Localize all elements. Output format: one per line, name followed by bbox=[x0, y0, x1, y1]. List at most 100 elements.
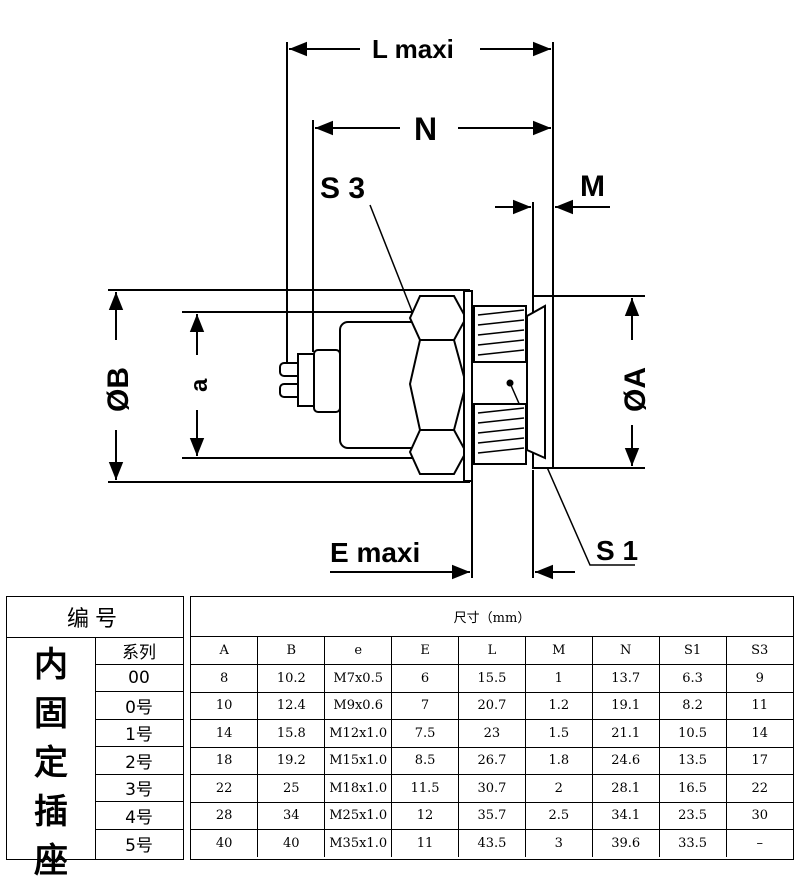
series-cell: 1号 bbox=[95, 720, 183, 747]
series-cell: 00 bbox=[95, 665, 183, 692]
table-cell: 8.2 bbox=[658, 691, 727, 720]
table-cell: 13.7 bbox=[591, 664, 660, 693]
column-header: e bbox=[324, 637, 393, 665]
table-cell: M35x1.0 bbox=[324, 829, 393, 857]
table-cell: 35.7 bbox=[458, 801, 526, 830]
series-cell: 0号 bbox=[95, 692, 183, 720]
table-cell: 19.2 bbox=[257, 746, 326, 775]
table-cell: 30 bbox=[725, 801, 793, 830]
series-cell: 2号 bbox=[95, 747, 183, 775]
table-cell: 23 bbox=[458, 719, 526, 748]
column-header: M bbox=[524, 637, 593, 665]
table-cell: 22 bbox=[725, 774, 793, 803]
table-cell: 7.5 bbox=[391, 719, 459, 748]
series-table-header: 编号 bbox=[7, 597, 183, 638]
vertical-title: 内 固 定 插 座 bbox=[7, 637, 96, 881]
a-label: a bbox=[186, 378, 213, 392]
table-cell: 33.5 bbox=[658, 829, 727, 857]
column-header: B bbox=[257, 637, 326, 665]
table-cell: 40 bbox=[191, 829, 259, 857]
table-cell: 15.8 bbox=[257, 719, 326, 748]
connector-drawing: L maxi N M S 3 S 1 E maxi ØB a ØA bbox=[102, 34, 652, 580]
table-cell: 10.2 bbox=[257, 664, 326, 693]
table-cell: 28.1 bbox=[591, 774, 660, 803]
column-header: S1 bbox=[658, 637, 727, 665]
table-cell: 14 bbox=[725, 719, 793, 748]
series-table: 编号 内 固 定 插 座 系列 00 0号 1号 2号 3号 4号 5号 bbox=[6, 596, 184, 881]
table-cell: 16.5 bbox=[658, 774, 727, 803]
column-header: S3 bbox=[725, 637, 793, 665]
vertical-title-char: 内 bbox=[34, 645, 68, 685]
series-column: 系列 00 0号 1号 2号 3号 4号 5号 bbox=[95, 637, 183, 857]
table-cell: 12 bbox=[391, 801, 459, 830]
e-maxi-label: E maxi bbox=[330, 537, 420, 568]
table-cell: M15x1.0 bbox=[324, 746, 393, 775]
table-cell: 8.5 bbox=[391, 746, 459, 775]
table-cell: 22 bbox=[191, 774, 259, 803]
table-cell: M9x0.6 bbox=[324, 691, 393, 720]
table-cell: 40 bbox=[257, 829, 326, 857]
table-cell: 2.5 bbox=[524, 801, 593, 830]
table-cell: 34.1 bbox=[591, 801, 660, 830]
table-cell: 15.5 bbox=[458, 664, 526, 693]
s3-label: S 3 bbox=[320, 172, 365, 205]
phi-a-label: ØA bbox=[619, 367, 652, 412]
table-cell: 1 bbox=[524, 664, 593, 693]
table-cell: 6 bbox=[391, 664, 459, 693]
table-cell: M25x1.0 bbox=[324, 801, 393, 830]
table-cell: 1.2 bbox=[524, 691, 593, 720]
table-cell: 10 bbox=[191, 691, 259, 720]
m-label: M bbox=[580, 170, 605, 203]
table-cell: M18x1.0 bbox=[324, 774, 393, 803]
table-cell: 34 bbox=[257, 801, 326, 830]
table-cell: 6.3 bbox=[658, 664, 727, 693]
table-cell: 11 bbox=[725, 691, 793, 720]
column-header: N bbox=[591, 637, 660, 665]
table-cell: 25 bbox=[257, 774, 326, 803]
table-cell: 26.7 bbox=[458, 746, 526, 775]
table-cell: 30.7 bbox=[458, 774, 526, 803]
table-cell: M12x1.0 bbox=[324, 719, 393, 748]
table-cell: 2 bbox=[524, 774, 593, 803]
series-cell: 5号 bbox=[125, 835, 153, 856]
dimensions-title: 尺寸（mm） bbox=[191, 597, 793, 637]
table-cell: 17 bbox=[725, 746, 793, 775]
column-header: A bbox=[191, 637, 259, 665]
table-cell: M7x0.5 bbox=[324, 664, 393, 693]
n-label: N bbox=[414, 111, 437, 147]
table-cell: 7 bbox=[391, 691, 459, 720]
table-cell: 21.1 bbox=[591, 719, 660, 748]
table-cell: 18 bbox=[191, 746, 259, 775]
vertical-title-char: 固 bbox=[34, 694, 68, 734]
table-cell: 12.4 bbox=[257, 691, 326, 720]
s1-label: S 1 bbox=[596, 535, 638, 566]
table-cell: – bbox=[725, 829, 793, 857]
vertical-title-char: 座 bbox=[34, 841, 68, 881]
table-cell: 13.5 bbox=[658, 746, 727, 775]
series-header: 系列 bbox=[95, 637, 183, 665]
table-cell: 39.6 bbox=[591, 829, 660, 857]
table-cell: 14 bbox=[191, 719, 259, 748]
table-cell: 19.1 bbox=[591, 691, 660, 720]
table-cell: 28 bbox=[191, 801, 259, 830]
table-cell: 23.5 bbox=[658, 801, 727, 830]
table-cell: 43.5 bbox=[458, 829, 526, 857]
table-cell: 1.5 bbox=[524, 719, 593, 748]
column-header: E bbox=[391, 637, 459, 665]
table-cell: 9 bbox=[725, 664, 793, 693]
table-cell: 11.5 bbox=[391, 774, 459, 803]
table-cell: 20.7 bbox=[458, 691, 526, 720]
l-maxi-label: L maxi bbox=[372, 34, 454, 64]
table-cell: 24.6 bbox=[591, 746, 660, 775]
vertical-title-char: 插 bbox=[34, 792, 68, 832]
table-cell: 10.5 bbox=[658, 719, 727, 748]
table-cell: 8 bbox=[191, 664, 259, 693]
